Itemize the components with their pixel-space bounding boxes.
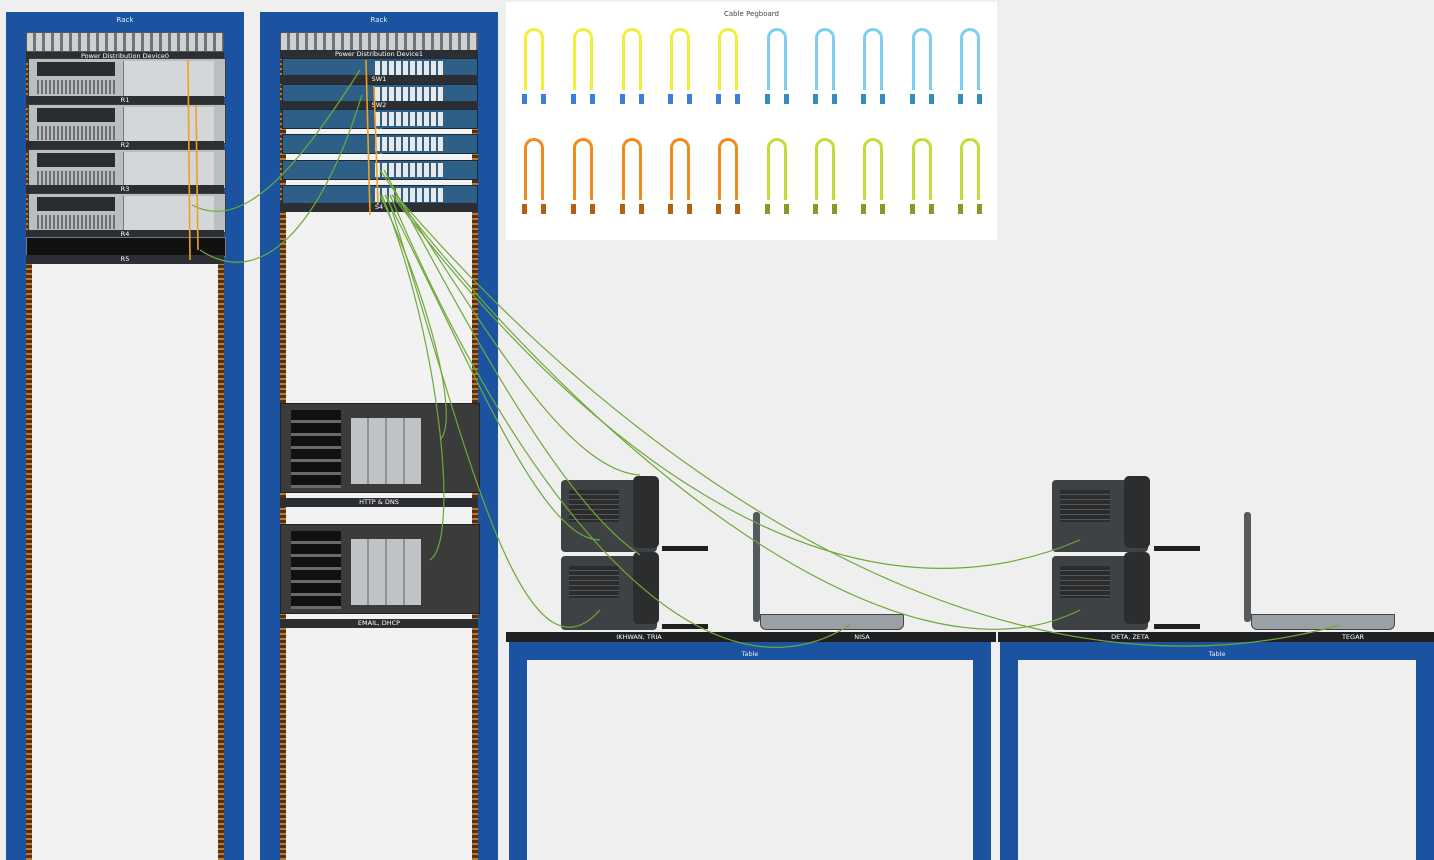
switch-s4-label: S4 xyxy=(280,203,478,212)
ip-phone-3[interactable] xyxy=(1052,476,1150,552)
switch-sw1[interactable] xyxy=(282,58,478,78)
phone-cord xyxy=(662,624,708,629)
pdu-1-label: Power Distribution Device1 xyxy=(280,50,478,59)
station-label-nisa: NISA xyxy=(854,633,870,641)
phone-cord xyxy=(1154,546,1200,551)
link-s3-phone2 xyxy=(383,169,641,556)
table-0[interactable]: Table xyxy=(509,642,991,860)
ip-phone-2[interactable] xyxy=(561,552,659,630)
switch-sw1-label: SW1 xyxy=(280,75,478,84)
fiber-cable-yellow-2[interactable] xyxy=(571,28,595,104)
copper-cable-orange-4[interactable] xyxy=(668,138,692,214)
server-email-dhcp[interactable] xyxy=(280,524,480,614)
router-r2-label: R2 xyxy=(26,141,224,150)
switch-s2-label: S2 xyxy=(374,127,384,135)
copper-cable-green-1[interactable] xyxy=(765,138,789,214)
station-label-deta-zeta: DETA, ZETA xyxy=(1111,633,1149,641)
pdu-0-label: Power Distribution Device0 xyxy=(26,52,224,61)
router-r4[interactable] xyxy=(28,193,226,233)
fiber-cable-yellow-5[interactable] xyxy=(716,28,740,104)
router-r3[interactable] xyxy=(28,149,226,189)
copper-cable-orange-5[interactable] xyxy=(716,138,740,214)
router-r5-label: R5 xyxy=(26,255,224,264)
station-label-ikhwan-tria: IKHWAN, TRIA xyxy=(616,633,662,641)
switch-s3-label: S3 xyxy=(374,152,384,160)
fiber-cable-yellow-3[interactable] xyxy=(620,28,644,104)
fiber-cable-yellow-1[interactable] xyxy=(522,28,546,104)
fiber-cable-blue-2[interactable] xyxy=(813,28,837,104)
phone-cord xyxy=(662,546,708,551)
router-r1-label: R1 xyxy=(26,96,224,105)
console-links xyxy=(187,59,379,261)
copper-cable-green-2[interactable] xyxy=(813,138,837,214)
rack-0[interactable]: Rack Power Distribution Device0 R1 R2 R3… xyxy=(6,12,244,860)
link-s4-laptop-tegar xyxy=(395,194,1341,647)
copper-cable-green-3[interactable] xyxy=(861,138,885,214)
copper-cable-green-4[interactable] xyxy=(910,138,934,214)
pdu-1[interactable] xyxy=(280,32,478,52)
switch-sw2-label: SW2 xyxy=(280,101,478,110)
copper-cable-orange-2[interactable] xyxy=(571,138,595,214)
link-sw2-s4 xyxy=(373,85,379,206)
laptop-screen xyxy=(753,512,760,622)
station-label-tegar: TEGAR xyxy=(1341,633,1365,641)
phone-cord xyxy=(1154,624,1200,629)
cable-pegboard: Cable Pegboard xyxy=(506,2,997,240)
fiber-cable-blue-5[interactable] xyxy=(958,28,982,104)
rack-rail-left xyxy=(26,38,32,860)
server-email-dhcp-label: EMAIL, DHCP xyxy=(280,619,478,628)
link-sw1-s4 xyxy=(365,59,371,216)
link-r4-sw1 xyxy=(191,69,361,212)
table-1-top xyxy=(998,632,1434,642)
link-r1-r5 xyxy=(187,59,191,261)
router-r4-label: R4 xyxy=(26,230,224,239)
fiber-cable-yellow-4[interactable] xyxy=(668,28,692,104)
server-http-dns[interactable] xyxy=(280,403,480,493)
link-s4-phone4 xyxy=(393,194,1081,630)
link-s4-http xyxy=(379,194,447,441)
table-1-title: Table xyxy=(1208,650,1226,658)
link-s4-laptop-nisa xyxy=(389,194,851,648)
table-1[interactable]: Table xyxy=(1000,642,1434,860)
router-r1[interactable] xyxy=(28,58,226,98)
link-s4-phone3 xyxy=(391,194,1081,569)
pdu-0[interactable] xyxy=(26,32,224,52)
switch-s2[interactable] xyxy=(282,134,478,154)
link-s4-email xyxy=(381,194,445,561)
server-http-dns-label: HTTP & DNS xyxy=(280,498,478,507)
copper-cable-green-5[interactable] xyxy=(958,138,982,214)
link-s4-phone2 xyxy=(386,194,601,628)
laptop-screen xyxy=(1244,512,1251,622)
rack-title: Rack xyxy=(370,16,388,24)
fiber-cable-blue-1[interactable] xyxy=(765,28,789,104)
fiber-cable-blue-4[interactable] xyxy=(910,28,934,104)
link-s4-phone1 xyxy=(384,194,601,541)
router-r2[interactable] xyxy=(28,104,226,144)
rack-title: Rack xyxy=(116,16,134,24)
table-0-title: Table xyxy=(741,650,759,658)
ip-phone-4[interactable] xyxy=(1052,552,1150,630)
laptop-nisa[interactable] xyxy=(760,614,904,630)
rack-rail-right xyxy=(218,38,224,860)
fiber-cable-blue-3[interactable] xyxy=(861,28,885,104)
link-r2-r5 xyxy=(195,104,199,251)
copper-links xyxy=(191,69,1341,648)
table-0-top xyxy=(506,632,996,642)
pegboard-title: Cable Pegboard xyxy=(723,10,780,18)
copper-cable-orange-1[interactable] xyxy=(522,138,546,214)
link-r5-sw2 xyxy=(199,94,363,263)
router-r3-label: R3 xyxy=(26,185,224,194)
link-s3-phone1 xyxy=(379,169,641,476)
ip-phone-1[interactable] xyxy=(561,476,659,552)
copper-cable-orange-3[interactable] xyxy=(620,138,644,214)
rack-1[interactable]: Rack Power Distribution Device1 SW1 SW2 … xyxy=(260,12,498,860)
